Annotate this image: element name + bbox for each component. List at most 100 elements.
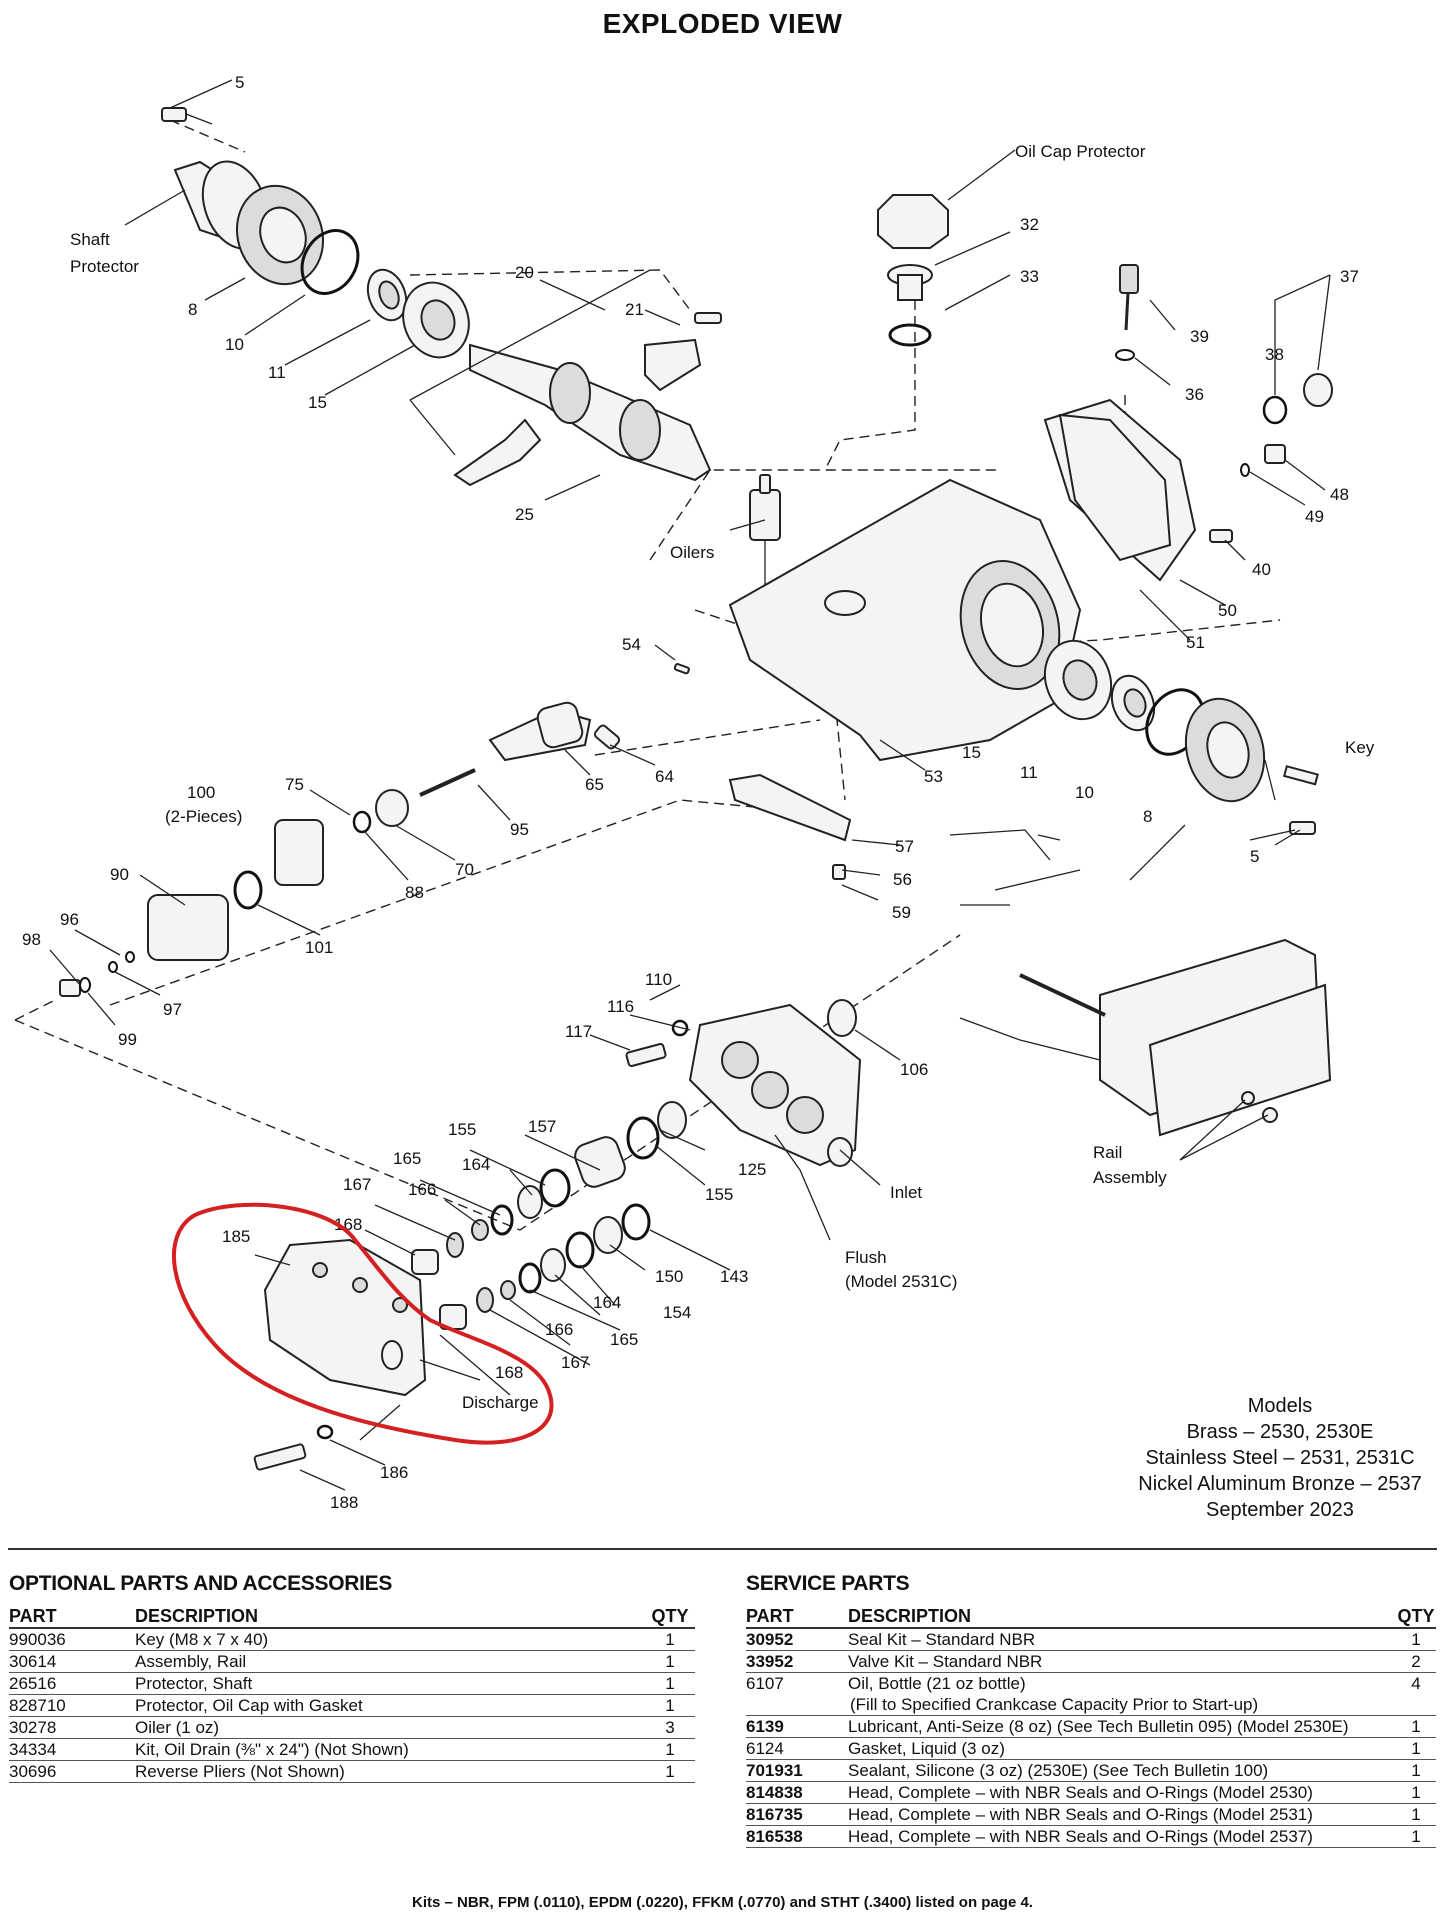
table-row: 34334 Kit, Oil Drain (⅜" x 24") (Not Show… (9, 1739, 695, 1761)
callout-185: 185 (222, 1227, 250, 1246)
callout-38: 38 (1265, 345, 1284, 364)
part-description: Seal Kit – Standard NBR (848, 1630, 1036, 1649)
callout-99: 99 (118, 1030, 137, 1049)
spring-167b (476, 1287, 494, 1313)
o-ring-155 (539, 1168, 571, 1208)
part-number: 34334 (9, 1740, 57, 1759)
seal-150 (593, 1216, 623, 1254)
seal-70 (375, 789, 409, 827)
spring-166 (471, 1219, 489, 1241)
oil-cap-33 (887, 264, 933, 301)
crankcase-cover-51 (1043, 398, 1197, 582)
plunger-rod-65 (488, 701, 592, 762)
part-qty: 1 (1411, 1827, 1421, 1846)
bolt-5-right (1289, 821, 1316, 835)
callout-59: 59 (892, 903, 911, 922)
part-description: Protector, Oil Cap with Gasket (135, 1696, 363, 1715)
dipstick-39 (1119, 264, 1139, 331)
washer-36 (1115, 349, 1135, 361)
seal-106 (827, 999, 857, 1037)
callout-75: 75 (285, 775, 304, 794)
callout-20: 20 (515, 263, 534, 282)
crankcase (728, 478, 1082, 762)
callout-36: 36 (1185, 385, 1204, 404)
part-description: Lubricant, Anti-Seize (8 oz) (See Tech B… (848, 1717, 1349, 1736)
part-number: 30696 (9, 1762, 57, 1781)
o-ring-154 (565, 1231, 595, 1269)
part-qty: 4 (1411, 1674, 1421, 1693)
part-description: Gasket, Liquid (3 oz) (848, 1739, 1005, 1758)
part-number: 30614 (9, 1652, 57, 1671)
part-description: Key (M8 x 7 x 40) (135, 1630, 269, 1649)
shaft-key (1282, 765, 1319, 786)
part-number: 6124 (746, 1739, 784, 1758)
models-stainless: Stainless Steel – 2531, 2531C (1145, 1447, 1415, 1469)
models-date: September 2023 (1206, 1499, 1354, 1521)
callout-155-a: 155 (448, 1120, 476, 1139)
callout-5-right: 5 (1250, 847, 1259, 866)
part-number: 30278 (9, 1718, 57, 1737)
callout-39: 39 (1190, 327, 1209, 346)
o-ring-38 (1262, 395, 1288, 425)
cylinder-90 (147, 894, 229, 961)
callout-125: 125 (738, 1160, 766, 1179)
rail-assembly (1019, 938, 1332, 1137)
callout-106: 106 (900, 1060, 928, 1079)
callout-50: 50 (1218, 601, 1237, 620)
part-qty: 1 (665, 1652, 675, 1671)
callout-49: 49 (1305, 507, 1324, 526)
drain-plug-37 (1303, 373, 1333, 407)
callout-90: 90 (110, 865, 129, 884)
table-header: PART DESCRIPTION QTY (9, 1606, 695, 1629)
bolt-117 (625, 1042, 667, 1068)
service-parts-heading: SERVICE PARTS (746, 1572, 910, 1595)
callout-166-a: 166 (408, 1180, 436, 1199)
callout-15: 15 (308, 393, 327, 412)
part-description: Oiler (1 oz) (135, 1718, 220, 1737)
callout-168-b: 168 (495, 1363, 523, 1382)
o-ring-165b (518, 1262, 542, 1294)
part-qty: 1 (665, 1674, 675, 1693)
spring-167 (446, 1232, 464, 1258)
table-header: PART DESCRIPTION QTY (746, 1606, 1436, 1629)
label-key: Key (1345, 738, 1375, 757)
part-qty: 1 (1411, 1783, 1421, 1802)
label-oilers: Oilers (670, 543, 714, 562)
callout-110: 110 (645, 970, 672, 989)
part-description: Kit, Oil Drain (⅜" x 24") (Not Shown) (135, 1740, 409, 1759)
callout-167-b: 167 (561, 1353, 589, 1372)
o-ring-165 (490, 1204, 514, 1236)
pin-64 (593, 724, 621, 750)
label-inlet: Inlet (890, 1183, 922, 1202)
callout-56: 56 (893, 870, 912, 889)
washer-186 (316, 1424, 334, 1440)
callout-100-pieces: (2-Pieces) (165, 807, 242, 826)
bearing-cover-8 (235, 184, 325, 286)
shaft-bolt-5 (161, 79, 233, 125)
callout-96: 96 (60, 910, 79, 929)
washer-88 (352, 810, 372, 834)
callout-164-b: 164 (593, 1293, 621, 1312)
callout-21: 21 (625, 300, 644, 319)
bolt-188 (253, 1443, 307, 1471)
callout-25: 25 (515, 505, 534, 524)
part-description: Sealant, Silicone (3 oz) (2530E) (See Te… (848, 1761, 1269, 1780)
connecting-rod-21 (644, 312, 722, 392)
callout-51: 51 (1186, 633, 1205, 652)
plunger-bolt-95 (419, 768, 476, 797)
discharge-manifold-185 (263, 1238, 427, 1397)
part-qty: 1 (1411, 1761, 1421, 1780)
oil-pan-57 (728, 773, 852, 842)
callout-53: 53 (924, 767, 943, 786)
part-number: 30952 (746, 1630, 794, 1649)
